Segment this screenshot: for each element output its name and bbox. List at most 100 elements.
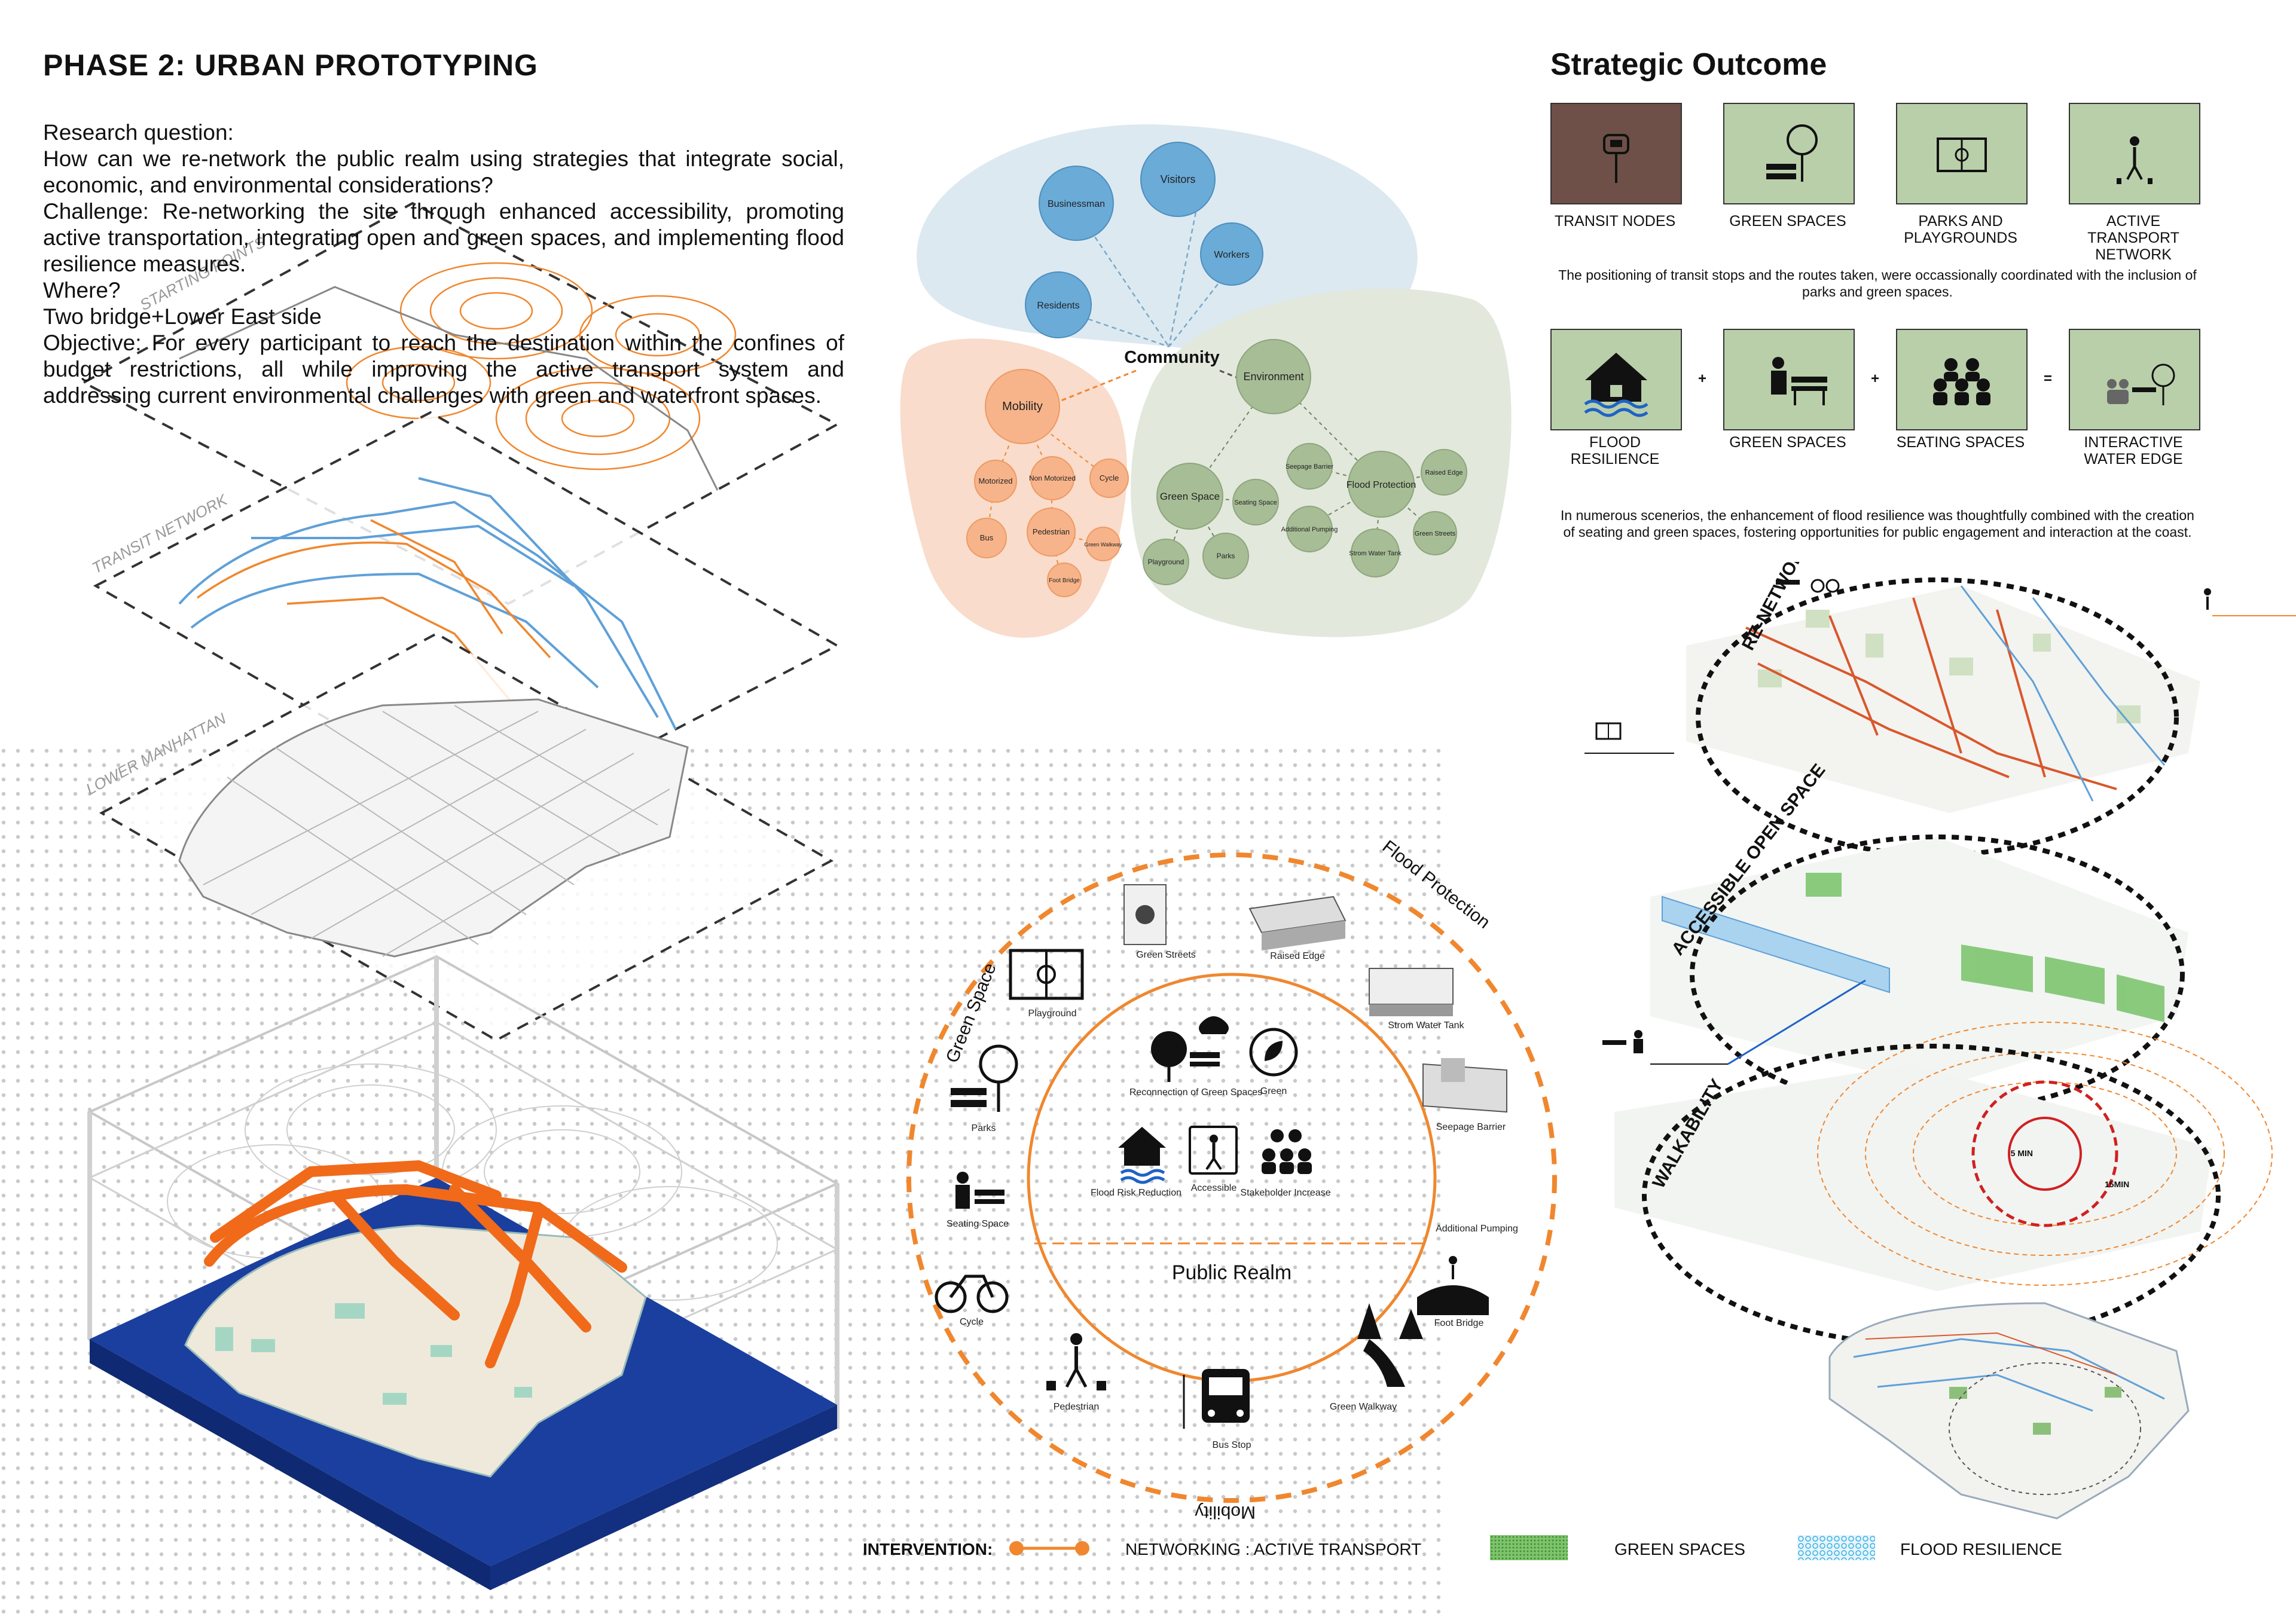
tile-active-transport xyxy=(2069,103,2200,204)
foot-bridge-icon xyxy=(1417,1256,1489,1315)
tile-transit-nodes xyxy=(1550,103,1682,204)
bubble-green-walkway: Green Walkway xyxy=(1084,542,1122,548)
label-raised-edge: Raised Edge xyxy=(1270,951,1325,961)
research-where-heading: Where? xyxy=(43,278,121,302)
legend-flood-resilience-label: FLOOD RESILIENCE xyxy=(1900,1540,2062,1558)
bubble-cycle: Cycle xyxy=(1100,473,1119,482)
strategic-outcome-title: Strategic Outcome xyxy=(1550,47,1827,82)
raised-edge-icon xyxy=(1248,895,1347,950)
label-pedestrian: Pedestrian xyxy=(1054,1402,1100,1412)
label-flood-risk: Flood Risk Reduction xyxy=(1091,1188,1181,1198)
tile-interactive-water-edge xyxy=(2069,329,2200,430)
tile-seating-spaces xyxy=(1896,329,2028,430)
operator-plus-1: + xyxy=(1698,371,1707,387)
label-interactive-water-edge: INTERACTIVE WATER EDGE xyxy=(2084,434,2183,467)
label-green-streets: Green Streets xyxy=(1136,950,1196,960)
storm-water-tank-icon xyxy=(1369,968,1454,1016)
pedestrian-crossing-icon xyxy=(2117,136,2152,184)
playground-icon xyxy=(1009,949,1084,1000)
playfield-icon xyxy=(1937,137,1987,172)
research-objective: Objective: For every participant to reac… xyxy=(43,331,844,408)
label-additional-pumping: Additional Pumping xyxy=(1436,1224,1518,1234)
tile-parks-playgrounds xyxy=(1896,103,2028,204)
label-foot-bridge: Foot Bridge xyxy=(1434,1318,1484,1328)
ring-label-green-space: Green Space xyxy=(942,960,1000,1065)
walk-label-5min: 5 MIN xyxy=(2011,1148,2033,1158)
green-walkway-icon xyxy=(1357,1303,1423,1387)
label-accessible: Accessible xyxy=(1191,1183,1237,1193)
bubble-businessman: Businessman xyxy=(1048,199,1105,209)
stacked-maps-diagram: RE-NETWORKING ACCESSIBLE OPEN SPACE 5 MI… xyxy=(1584,562,2296,1520)
label-green-spaces: GREEN SPACES xyxy=(1729,213,1846,230)
side-icon-pedestrian xyxy=(2204,588,2211,610)
bubble-seepage-barrier: Seepage Barrier xyxy=(1286,463,1333,470)
community-label: Community xyxy=(1124,348,1220,367)
public-realm-circle-diagram: Public Realm Green Space Flood Protectio… xyxy=(906,837,1557,1522)
side-icon-playground xyxy=(1595,722,1622,740)
bubble-additional-pumping: Additional Pumping xyxy=(1281,526,1338,533)
bubble-playground: Playground xyxy=(1148,558,1184,566)
flood-house-icon xyxy=(1584,353,1648,417)
label-green: Green xyxy=(1260,1086,1287,1096)
ring-label-flood-protection: Flood Protection xyxy=(1379,837,1494,933)
seating-space-icon xyxy=(955,1172,1004,1209)
research-text-block: Research question: How can we re-network… xyxy=(43,120,844,409)
label-green-walkway: Green Walkway xyxy=(1330,1402,1397,1412)
bubble-storm-water-tank: Strom Water Tank xyxy=(1349,550,1402,557)
bubble-visitors: Visitors xyxy=(1161,173,1196,185)
bubble-workers: Workers xyxy=(1214,250,1249,260)
legend-intervention-label: INTERVENTION: xyxy=(863,1540,993,1558)
operator-plus-2: + xyxy=(1871,371,1880,387)
legend-networking-label: NETWORKING : ACTIVE TRANSPORT xyxy=(1125,1540,1422,1558)
note-transit-green: The positioning of transit stops and the… xyxy=(1558,267,2197,299)
label-cycle: Cycle xyxy=(960,1317,984,1327)
accessible-icon xyxy=(1189,1126,1238,1175)
label-parks-playgrounds: PARKS AND PLAYGROUNDS xyxy=(1904,213,2017,246)
research-where: Two bridge+Lower East side xyxy=(43,304,322,329)
label-bus-stop: Bus Stop xyxy=(1213,1440,1251,1450)
bubble-mobility: Mobility xyxy=(1002,400,1043,413)
label-parks: Parks xyxy=(972,1123,996,1133)
parks-icon xyxy=(951,1044,1018,1112)
flood-risk-icon xyxy=(1118,1127,1166,1184)
tile-green-spaces-2 xyxy=(1723,329,1855,430)
research-challenge: Challenge: Re-networking the site throug… xyxy=(43,199,844,276)
seated-bench-icon xyxy=(1771,357,1827,405)
label-green-spaces-2: GREEN SPACES xyxy=(1729,434,1846,451)
operator-equals: = xyxy=(2044,371,2053,387)
bus-stop-icon xyxy=(1183,1369,1250,1429)
legend-green-spaces-label: GREEN SPACES xyxy=(1614,1540,1745,1558)
bubble-flood-protection: Flood Protection xyxy=(1347,480,1416,490)
bubble-raised-edge: Raised Edge xyxy=(1425,469,1463,476)
group-people-icon xyxy=(1933,358,1990,405)
side-icon-bench-bike xyxy=(1776,579,1840,593)
lower-manhattan-layer xyxy=(99,632,834,1042)
center-label-public-realm: Public Realm xyxy=(1172,1261,1292,1284)
glass-box-model xyxy=(87,955,840,1590)
layered-axonometric-diagram: STARTING POINTS TRANSIT NETWORK LOWER MA… xyxy=(81,201,840,1590)
bubble-residents: Residents xyxy=(1037,301,1079,311)
walk-label-15min: 15MIN xyxy=(2105,1179,2129,1189)
bubble-environment: Environment xyxy=(1243,371,1303,383)
label-flood-resilience: FLOOD RESILIENCE xyxy=(1570,434,1660,467)
community-bubble-diagram: Businessman Visitors Workers Residents C… xyxy=(900,124,1512,638)
bus-stop-sign-icon xyxy=(1603,134,1629,183)
transit-network-layer xyxy=(93,411,840,821)
green-streets-icon xyxy=(1123,884,1167,945)
side-icon-bench-seated xyxy=(1602,1030,1643,1053)
ring-label-mobility: Mobility xyxy=(1195,1502,1256,1522)
label-active-transport: ACTIVE TRANSPORT NETWORK xyxy=(2087,213,2179,263)
label-reconnection: Reconnection of Green Spaces xyxy=(1129,1087,1262,1098)
green-leaf-icon xyxy=(1249,1028,1298,1077)
research-question: How can we re-network the public realm u… xyxy=(43,146,844,197)
legend-flood-resilience-swatch xyxy=(1797,1535,1875,1560)
bubble-non-motorized: Non Motorized xyxy=(1029,474,1076,482)
pedestrian-icon xyxy=(1046,1333,1106,1390)
bubble-green-streets: Green Streets xyxy=(1415,530,1456,537)
bubble-motorized: Motorized xyxy=(978,476,1012,485)
bubble-parks: Parks xyxy=(1217,552,1235,560)
bubble-foot-bridge: Foot Bridge xyxy=(1049,577,1080,584)
legend-networking-swatch xyxy=(1009,1541,1089,1555)
bubble-green-space: Green Space xyxy=(1160,491,1220,502)
label-playground: Playground xyxy=(1028,1008,1077,1019)
